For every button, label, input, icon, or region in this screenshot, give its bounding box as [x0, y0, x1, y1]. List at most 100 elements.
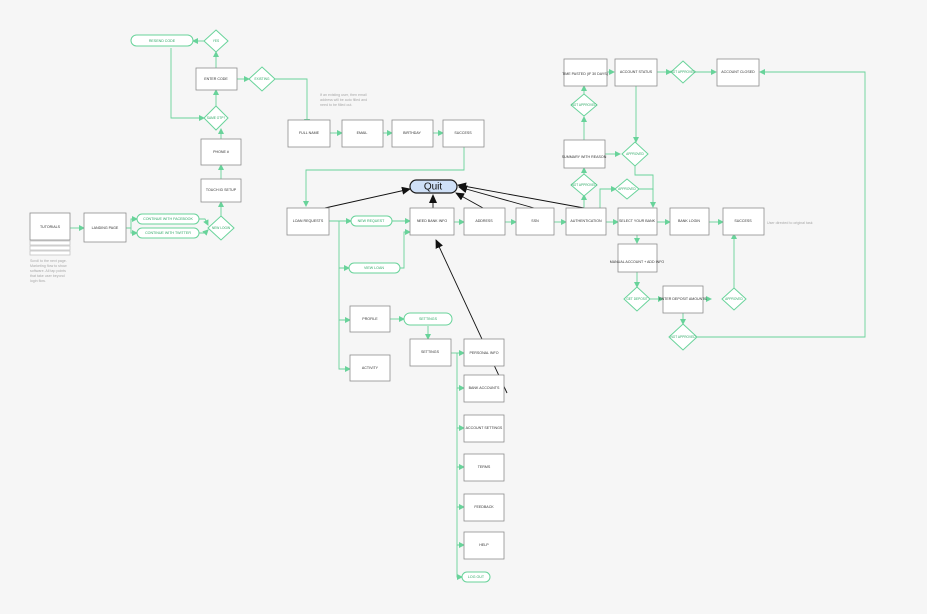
svg-text:LANDING PAGE: LANDING PAGE	[92, 226, 119, 230]
svg-text:SUMMARY WITH REASON: SUMMARY WITH REASON	[562, 155, 607, 159]
svg-text:ACTIVITY: ACTIVITY	[362, 366, 379, 370]
quit-arrow-loan-requests	[324, 186, 411, 209]
quit-arrows	[324, 182, 585, 394]
account-closed-node: ACCOUNT CLOSED	[716, 58, 760, 87]
svg-text:AUTHENTICATION: AUTHENTICATION	[570, 219, 602, 223]
new-request-node: NEW REQUEST	[350, 215, 393, 227]
quit-button[interactable]: Quit	[409, 179, 458, 194]
loan-success-node: SUCCESS	[722, 207, 765, 236]
summary-approved-decision: APPROVED	[621, 141, 649, 167]
svg-text:EMAIL: EMAIL	[357, 131, 368, 135]
svg-text:Scroll to the next page.: Scroll to the next page.	[30, 259, 67, 263]
svg-text:TERMS: TERMS	[478, 465, 491, 469]
svg-text:If an existing user, then emai: If an existing user, then email	[320, 93, 367, 97]
log-out-node: LOG OUT	[461, 571, 491, 583]
auth-approved-decision: APPROVED	[614, 178, 640, 200]
svg-text:SETTINGS: SETTINGS	[419, 317, 438, 321]
svg-text:NEW LOGIN: NEW LOGIN	[212, 226, 231, 230]
loan-requests-node: LOAN REQUESTS	[286, 207, 330, 236]
svg-text:SELECT YOUR BANK: SELECT YOUR BANK	[619, 219, 656, 223]
status-not-approved-decision: NOT APPROVED	[670, 60, 696, 84]
quit-arrow-authentication	[457, 182, 585, 209]
svg-text:PROFILE: PROFILE	[362, 317, 378, 321]
svg-text:SUCCESS: SUCCESS	[734, 219, 752, 223]
svg-text:NOT APPROVED: NOT APPROVED	[571, 103, 597, 107]
svg-text:SSN: SSN	[531, 219, 539, 223]
svg-text:PERSONAL INFO: PERSONAL INFO	[469, 351, 498, 355]
svg-text:RESEND CODE: RESEND CODE	[149, 39, 176, 43]
svg-text:APPROVED: APPROVED	[725, 297, 743, 301]
account-settings-node: ACCOUNT SETTINGS	[463, 414, 505, 443]
view-loan-node: VIEW LOAN	[348, 262, 401, 274]
svg-text:Quit: Quit	[424, 182, 443, 193]
svg-text:SUCCESS: SUCCESS	[454, 131, 472, 135]
terms-node: TERMS	[463, 453, 505, 482]
summary-with-reason-node: SUMMARY WITH REASON	[562, 139, 607, 169]
address-node: ADDRESS	[463, 207, 506, 236]
svg-text:NOT APPROVED: NOT APPROVED	[670, 335, 696, 339]
svg-text:GET DEPOSIT: GET DEPOSIT	[626, 297, 647, 301]
signup-success-node: SUCCESS	[442, 119, 485, 148]
email-node: EMAIL	[341, 119, 384, 148]
personal-info-node: PERSONAL INFO	[463, 338, 505, 367]
continue-facebook-node: CONTINUE WITH FACEBOOK	[136, 213, 200, 225]
svg-text:LOAN REQUESTS: LOAN REQUESTS	[293, 219, 324, 223]
time-passed-node: TIME PASTED (IF 30 DAYS)	[562, 58, 608, 87]
svg-text:CONTINUE WITH FACEBOOK: CONTINUE WITH FACEBOOK	[143, 217, 193, 221]
svg-text:PHONE #: PHONE #	[213, 150, 229, 154]
svg-text:FEEDBACK: FEEDBACK	[474, 505, 494, 509]
svg-text:FULL NAME: FULL NAME	[299, 131, 320, 135]
bank-accounts-node: BANK ACCOUNTS	[463, 374, 505, 403]
svg-text:that take user beyond: that take user beyond	[30, 274, 65, 278]
svg-text:SETTINGS: SETTINGS	[421, 350, 440, 354]
svg-text:HELP: HELP	[479, 543, 489, 547]
summary-not-approved-decision: NOT APPROVED	[570, 93, 598, 117]
tutorials-node: TUTORIALS	[29, 212, 71, 256]
touch-id-setup-node: TOUCH ID SETUP	[200, 178, 242, 203]
svg-text:TOUCH ID SETUP: TOUCH ID SETUP	[206, 188, 237, 192]
svg-text:SAME OTP?: SAME OTP?	[207, 116, 225, 120]
svg-text:ENTER DEPOSIT AMOUNTS: ENTER DEPOSIT AMOUNTS	[659, 297, 707, 301]
svg-text:EXISTING: EXISTING	[255, 77, 270, 81]
svg-text:ACCOUNT STATUS: ACCOUNT STATUS	[620, 70, 653, 74]
need-bank-info-node: NEED BANK INFO	[409, 207, 455, 236]
account-status-node: ACCOUNT STATUS	[614, 58, 658, 87]
svg-text:BIRTHDAY: BIRTHDAY	[403, 131, 421, 135]
phone-number-node: PHONE #	[200, 138, 242, 166]
select-your-bank-node: SELECT YOUR BANK	[617, 207, 658, 236]
svg-text:need to be filled out.: need to be filled out.	[320, 103, 352, 107]
flow-connectors	[70, 38, 866, 580]
manual-account-node: MANUAL ACCOUNT + ADD INFO	[610, 243, 664, 273]
bank-login-node: BANK LOGIN	[669, 207, 710, 236]
svg-text:YES: YES	[213, 39, 219, 43]
authentication-node: AUTHENTICATION	[565, 207, 607, 236]
svg-text:TIME PASTED (IF 30 DAYS): TIME PASTED (IF 30 DAYS)	[562, 72, 608, 76]
help-node: HELP	[463, 531, 505, 560]
activity-node: ACTIVITY	[349, 354, 391, 382]
settings-pill-node: SETTINGS	[403, 312, 453, 326]
feedback-node: FEEDBACK	[463, 493, 505, 522]
quit-arrow-ssn	[458, 185, 535, 209]
tutorials-note: Scroll to the next page. Marketing flow …	[30, 259, 67, 283]
svg-text:ENTER CODE: ENTER CODE	[204, 77, 228, 81]
auth-not-approved-decision: NOT APPROVED	[570, 173, 598, 197]
deposit-approved-decision: APPROVED	[721, 287, 747, 311]
svg-text:ADDRESS: ADDRESS	[475, 219, 493, 223]
svg-text:TUTORIALS: TUTORIALS	[40, 225, 61, 229]
full-name-node: FULL NAME	[287, 119, 331, 148]
landing-page-node: LANDING PAGE	[83, 212, 127, 243]
quit-arrow-bank-accounts	[435, 239, 508, 394]
birthday-node: BIRTHDAY	[391, 119, 434, 148]
enter-code-node: ENTER CODE	[195, 67, 238, 91]
enter-deposit-amounts-node: ENTER DEPOSIT AMOUNTS	[659, 285, 707, 314]
svg-text:NEED BANK INFO: NEED BANK INFO	[417, 219, 448, 223]
get-deposit-decision: GET DEPOSIT	[623, 286, 651, 312]
existing-decision: EXISTING	[248, 66, 276, 92]
quit-arrow-address	[455, 192, 484, 209]
yes-decision: YES	[203, 29, 229, 53]
svg-text:software. All tap points: software. All tap points	[30, 269, 66, 273]
deposit-not-approved-decision: NOT APPROVED	[668, 323, 698, 351]
settings-node: SETTINGS	[409, 338, 452, 367]
svg-text:VIEW LOAN: VIEW LOAN	[364, 266, 384, 270]
